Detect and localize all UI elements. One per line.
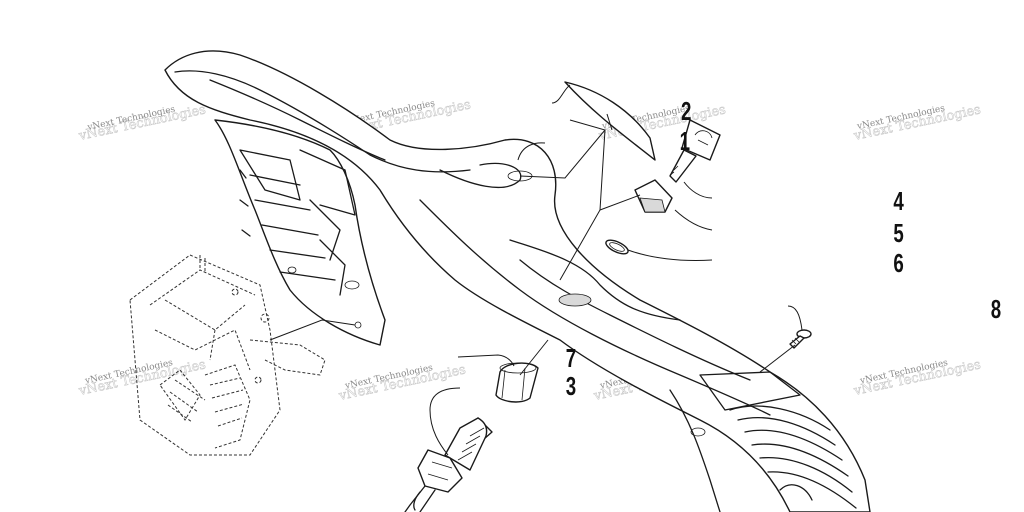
bushing-part-7: [495, 362, 539, 403]
watermark-1: vNext Technologies vNext Technologies: [76, 102, 207, 144]
callout-4: 4: [893, 186, 904, 216]
watermark-4: vNext Technologies vNext Technologies: [851, 102, 982, 144]
ignition-key-part-4: [669, 119, 721, 183]
callout-7: 7: [566, 343, 576, 373]
switch-cap-part-5: [634, 179, 673, 213]
o-ring-part-6: [605, 239, 629, 255]
callout-labels: 1 2 3 4 5 6 7 8: [566, 96, 1001, 401]
callout-1: 1: [680, 126, 690, 156]
watermark-6: vNext Technologies vNext Technologies: [336, 362, 467, 404]
decal-part-2: [564, 81, 656, 161]
callout-6: 6: [893, 248, 903, 278]
watermark-5: vNext Technologies vNext Technologies: [76, 357, 207, 399]
ignition-switch-part-3: [404, 417, 493, 512]
watermark-8: vNext Technologies vNext Technologies: [851, 357, 982, 399]
background-assembly-phantom: [129, 254, 326, 456]
callout-8: 8: [991, 294, 1001, 324]
callout-5: 5: [893, 218, 903, 248]
callout-3: 3: [566, 371, 576, 401]
leader-lines: [269, 84, 803, 456]
hood-panel-part-1: [164, 50, 871, 512]
screw-part-8: [789, 329, 812, 349]
hood-underside-ribs: [214, 119, 386, 346]
callout-2: 2: [681, 96, 691, 126]
